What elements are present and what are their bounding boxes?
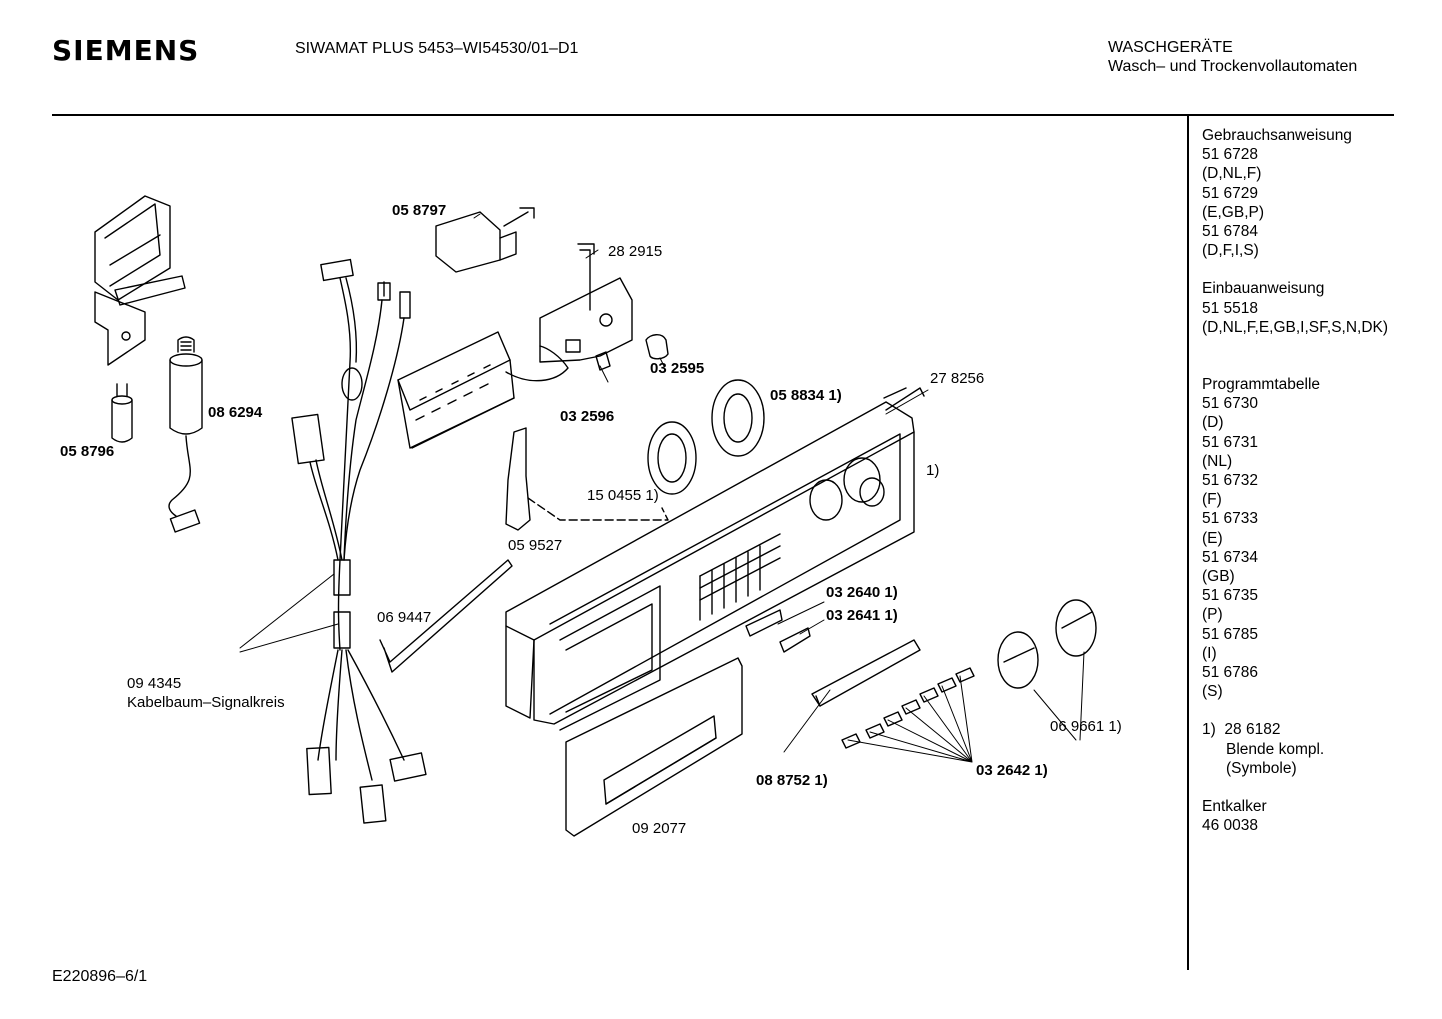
display-cover-drawing: [565, 657, 743, 837]
part-label-032641: 03 2641 1): [826, 607, 898, 624]
gebrauch-item: 51 6728: [1202, 146, 1259, 164]
einbauanweisung-title: Einbauanweisung: [1202, 280, 1325, 298]
programmtabelle-group: Programmtabelle 51 6730 (D) 51 6731 (NL)…: [1202, 375, 1388, 701]
programm-item: (D): [1202, 414, 1224, 432]
programm-item: 51 6786: [1202, 664, 1259, 682]
push-buttons-drawing: [841, 667, 975, 749]
gebrauch-item: 51 6729: [1202, 184, 1259, 202]
clips-drawing: [745, 609, 811, 653]
programm-item: 51 6735: [1202, 587, 1259, 605]
switch-drawing: [435, 207, 535, 273]
programm-item: 51 6734: [1202, 548, 1259, 566]
part-label-092077: 09 2077: [632, 820, 687, 837]
programm-item: (I): [1202, 644, 1217, 662]
category-line-1: WASCHGERÄTE: [1108, 39, 1233, 56]
leader-lines: [239, 213, 1085, 763]
entkalker-number: 46 0038: [1202, 817, 1259, 835]
programm-item: (F): [1202, 491, 1222, 509]
category-line-2: Wasch– und Trockenvollautomaten: [1108, 58, 1358, 75]
capacitor-large-drawing: [168, 336, 203, 533]
footnote-number: 28 6182: [1224, 721, 1281, 739]
part-label-088752: 08 8752 1): [756, 772, 828, 789]
part-label-059527: 05 9527: [508, 537, 563, 554]
small-sensor-parts-drawing: [595, 334, 669, 371]
control-pcb-drawing: [539, 243, 633, 363]
gebrauch-item: (D,NL,F): [1202, 165, 1262, 183]
part-label-032595: 03 2595: [650, 360, 705, 377]
einbauanweisung-group: Einbauanweisung 51 5518 (D,NL,F,E,GB,I,S…: [1202, 279, 1388, 337]
knobs-drawing: [997, 599, 1097, 689]
part-label-094345: 09 4345: [127, 675, 182, 692]
header-rule: [52, 114, 1394, 116]
gebrauchsanweisung-group: Gebrauchsanweisung 51 6728 (D,NL,F) 51 6…: [1202, 126, 1388, 260]
footnote-marker: 1): [1202, 721, 1216, 739]
part-label-069447: 06 9447: [377, 609, 432, 626]
programm-item: (GB): [1202, 568, 1235, 586]
footnote-group: 1) 28 6182 Blende kompl. (Symbole): [1202, 720, 1388, 778]
programm-item: 51 6733: [1202, 510, 1259, 528]
part-label-032596: 03 2596: [560, 408, 615, 425]
sidebar-divider: [1187, 116, 1189, 970]
programm-item: 51 6731: [1202, 433, 1259, 451]
part-label-282915: 28 2915: [608, 243, 663, 260]
programm-item: 51 6732: [1202, 472, 1259, 490]
programm-item: 51 6730: [1202, 395, 1259, 413]
entkalker-group: Entkalker 46 0038: [1202, 797, 1388, 835]
part-label-278256: 27 8256: [930, 370, 985, 387]
brand-logo: SIEMENS: [52, 34, 200, 67]
lever-drawing: [505, 427, 669, 531]
capacitor-small-drawing: [111, 383, 133, 443]
programmtabelle-title: Programmtabelle: [1202, 376, 1321, 394]
led-board-drawing: [397, 331, 569, 449]
footnote-line: 1) 28 6182: [1202, 720, 1388, 739]
entkalker-title: Entkalker: [1202, 798, 1267, 816]
part-label-086294: 08 6294: [208, 404, 263, 421]
part-label-058796: 05 8796: [60, 443, 115, 460]
part-label-032640: 03 2640 1): [826, 584, 898, 601]
gebrauch-item: (E,GB,P): [1202, 203, 1265, 221]
button-strip-drawing: [811, 639, 921, 707]
control-panel-drawing: [505, 387, 925, 731]
part-label-094345-description: Kabelbaum–Signalkreis: [127, 694, 285, 711]
mounting-bracket-drawing: [94, 195, 186, 366]
part-label-150455: 15 0455 1): [587, 487, 659, 504]
einbau-item: (D,NL,F,E,GB,I,SF,S,N,DK): [1202, 318, 1389, 336]
part-label-069661: 06 9661 1): [1050, 718, 1122, 735]
part-label-058797: 05 8797: [392, 202, 447, 219]
part-label-note-1: 1): [926, 462, 940, 479]
programm-item: (NL): [1202, 452, 1233, 470]
exploded-parts-drawing: [94, 195, 1097, 837]
documents-sidebar: Gebrauchsanweisung 51 6728 (D,NL,F) 51 6…: [1202, 126, 1388, 855]
drawing-id: E220896–6/1: [52, 968, 148, 985]
programm-item: 51 6785: [1202, 625, 1259, 643]
einbau-item: 51 5518: [1202, 299, 1259, 317]
programm-item: (S): [1202, 683, 1223, 701]
wiring-harness-drawing: [291, 258, 427, 824]
model-title: SIWAMAT PLUS 5453–WI54530/01–D1: [295, 40, 579, 57]
programm-item: (E): [1202, 529, 1223, 547]
part-label-058834: 05 8834 1): [770, 387, 842, 404]
part-label-032642: 03 2642 1): [976, 762, 1048, 779]
footnote-text-2: (Symbole): [1226, 759, 1297, 777]
gebrauchsanweisung-title: Gebrauchsanweisung: [1202, 127, 1352, 144]
programm-item: (P): [1202, 606, 1223, 624]
gebrauch-item: 51 6784: [1202, 223, 1259, 241]
rod-drawing: [379, 559, 513, 673]
indicator-rings-drawing: [647, 379, 765, 495]
gebrauch-item: (D,F,I,S): [1202, 242, 1259, 260]
footnote-text-1: Blende kompl.: [1226, 740, 1325, 758]
